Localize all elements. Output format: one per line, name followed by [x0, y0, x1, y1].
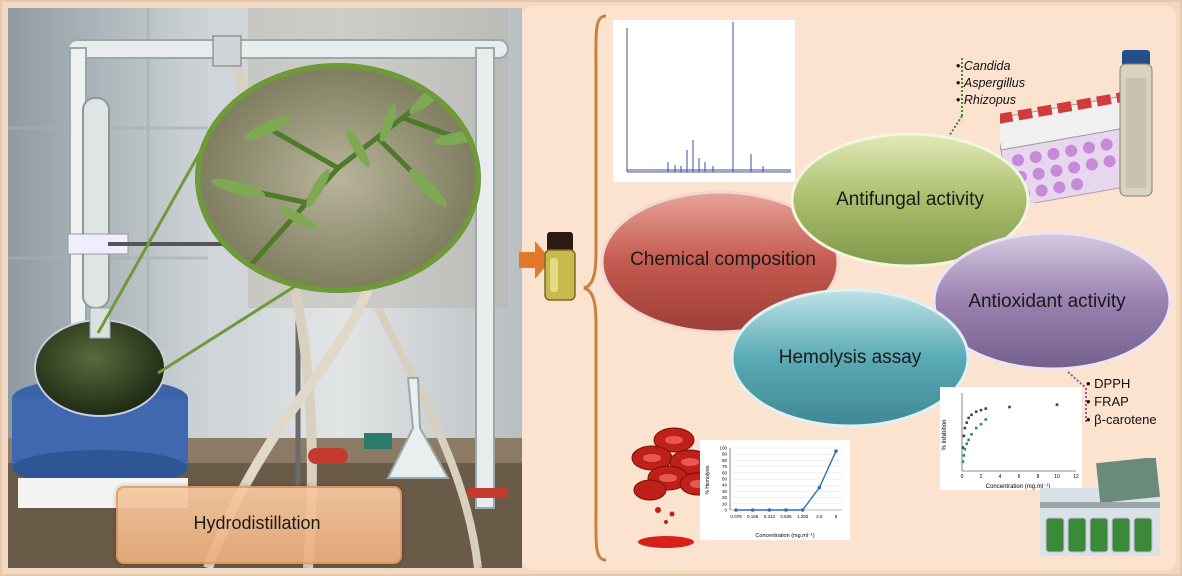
data-point: [1055, 403, 1059, 406]
hemolysis-ellipse: [730, 288, 970, 428]
chromatogram-chart: [613, 20, 795, 182]
antioxidant-ellipse: [932, 231, 1172, 371]
y-tick-label: 90: [722, 452, 728, 457]
y-tick-label: 10: [722, 501, 728, 506]
x-tick-label: 0.625: [780, 514, 792, 519]
y-axis-label: % Inhibition: [942, 419, 948, 450]
antioxidant-assay-photo: [1040, 458, 1160, 556]
y-tick-label: 100: [719, 446, 727, 451]
x-tick-label: 4: [999, 474, 1002, 480]
x-tick-label: 0.078: [730, 514, 742, 519]
data-point: [963, 447, 967, 451]
data-point: [834, 449, 838, 453]
y-axis-label: % Hemolysis: [705, 465, 711, 494]
antifungal-assay-photo: [1000, 50, 1153, 203]
y-tick-label: 60: [722, 470, 728, 475]
hemolysis-line-chart: % Hemolysis Concentration (mg.ml⁻¹) 0102…: [700, 440, 850, 540]
data-point: [962, 434, 966, 438]
data-point: [963, 426, 967, 430]
organism-item: Rhizopus: [956, 92, 1025, 109]
x-tick-label: 2.5: [816, 514, 823, 519]
x-tick-label: 0.312: [764, 514, 776, 519]
data-point: [965, 421, 969, 424]
organism-item: Aspergillus: [956, 75, 1025, 92]
y-tick-label: 70: [722, 464, 728, 469]
data-point: [962, 454, 966, 457]
y-tick-label: 50: [722, 477, 728, 482]
data-point: [1008, 405, 1011, 409]
y-tick-label: 40: [722, 483, 728, 488]
antifungal-organism-list: Candida Aspergillus Rhizopus: [956, 58, 1025, 109]
assay-item: FRAP: [1086, 393, 1157, 411]
curly-brace: [583, 14, 607, 562]
x-tick-label: 12: [1073, 474, 1079, 480]
y-tick-label: 0: [724, 508, 727, 513]
data-point: [767, 508, 772, 512]
data-point: [750, 508, 755, 512]
data-point: [817, 485, 822, 490]
x-tick-label: 0: [961, 474, 964, 480]
data-point: [979, 422, 983, 426]
activities-diagram: [600, 132, 1172, 428]
hydrodistillation-photo: [8, 8, 522, 568]
antioxidant-scatter-chart: % Inhibition Concentration (mg.ml⁻¹) 0 2 4…: [940, 387, 1082, 490]
y-tick-label: 30: [722, 489, 728, 494]
data-point: [984, 418, 988, 421]
y-tick-label: 20: [722, 495, 728, 500]
data-point: [800, 508, 805, 512]
organism-item: Candida: [956, 58, 1025, 75]
data-point: [979, 408, 983, 412]
assay-item: β-carotene: [1086, 411, 1156, 429]
x-tick-label: 5: [835, 514, 838, 519]
data-point: [961, 446, 965, 449]
process-label: Hydrodistillation: [193, 512, 321, 533]
x-axis-label: Concentration (mg.ml⁻¹): [986, 484, 1051, 490]
data-point: [970, 413, 973, 417]
data-point: [970, 433, 973, 436]
data-point: [784, 508, 788, 512]
y-tick-label: 80: [722, 458, 728, 463]
data-point: [984, 407, 988, 410]
data-point: [961, 460, 965, 463]
data-point: [967, 416, 970, 420]
x-tick-label: 10: [1054, 474, 1060, 480]
x-axis-label: Concentration (mg.ml⁻¹): [755, 533, 814, 539]
essential-oil-vial-icon: [544, 232, 576, 301]
chemical-ellipse: [600, 190, 840, 334]
x-tick-label: 1.250: [797, 514, 809, 519]
data-point: [965, 442, 969, 445]
data-point: [734, 508, 738, 512]
x-tick-label: 6: [1018, 474, 1021, 480]
data-point: [974, 426, 978, 430]
process-label-box: [116, 486, 402, 564]
assay-item: DPPH: [1086, 375, 1157, 393]
x-tick-label: 2: [980, 474, 983, 480]
antioxidant-assay-list: DPPH FRAP β-carotene: [1086, 375, 1157, 429]
antifungal-ellipse: [790, 132, 1030, 268]
arrow-right-icon: [519, 241, 551, 279]
data-point: [974, 410, 978, 414]
x-tick-label: 8: [1037, 474, 1040, 480]
x-tick-label: 0.156: [747, 514, 759, 519]
data-point: [967, 438, 970, 442]
apparatus-illustration: [8, 8, 522, 568]
antioxidant-connector: [1067, 371, 1087, 424]
